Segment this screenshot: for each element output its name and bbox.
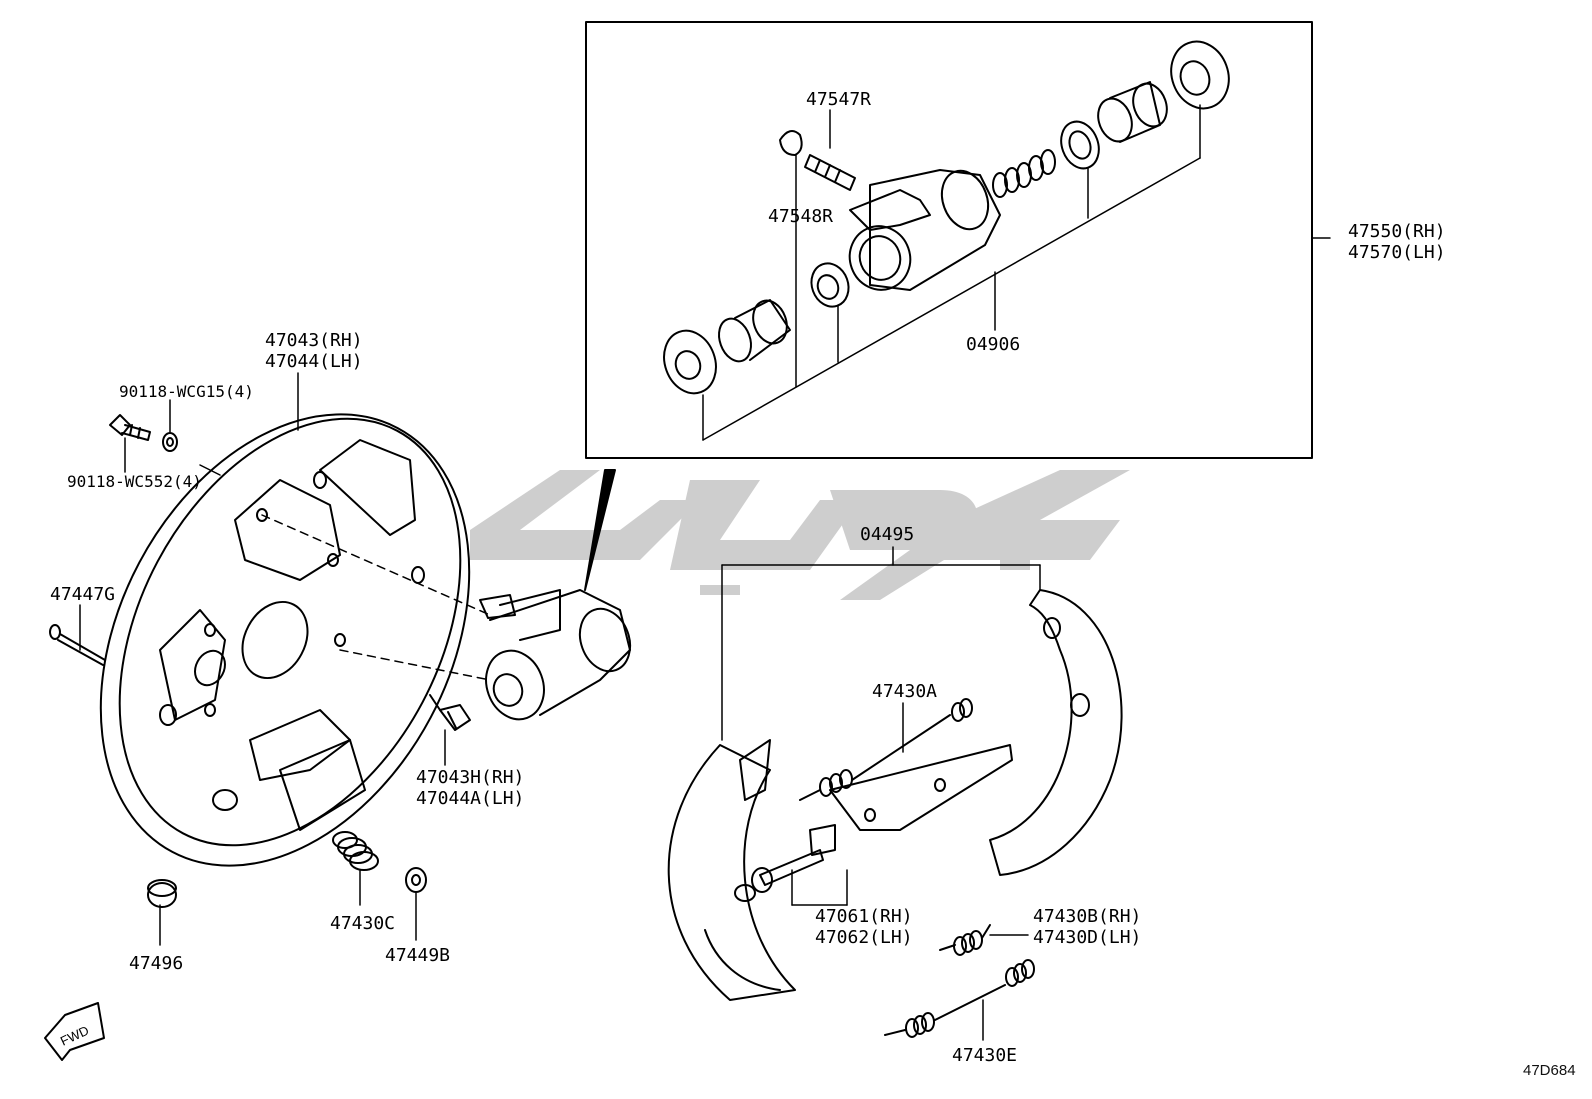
spring-47430B <box>939 924 991 956</box>
leader-lines-left <box>79 372 446 946</box>
label-04906: 04906 <box>966 334 1021 355</box>
label-47570-lh: 47570(LH) <box>1348 242 1446 263</box>
label-90118-wc552: 90118-WC552(4) <box>67 472 202 491</box>
alignment-lines <box>261 514 491 681</box>
label-04495: 04495 <box>860 524 915 545</box>
wheel-cylinder-body <box>848 169 1001 291</box>
drawing-code: 47D684 <box>1523 1062 1576 1079</box>
dust-boot-right <box>1170 40 1230 110</box>
exploded-view-frame <box>585 21 1313 459</box>
brake-shoe-right <box>989 589 1123 876</box>
label-47044-lh: 47044(LH) <box>265 351 363 372</box>
label-47430D-lh: 47430D(LH) <box>1033 927 1142 948</box>
cylinder-cup-right <box>1060 120 1100 170</box>
label-47447G: 47447G <box>50 584 116 605</box>
label-47550-rh: 47550(RH) <box>1348 221 1446 242</box>
shoe-kit-bracket <box>721 546 1041 741</box>
bolt-47043H <box>429 694 471 731</box>
label-47548R: 47548R <box>768 206 834 227</box>
cylinder-spring <box>992 149 1056 198</box>
label-47430A: 47430A <box>872 681 938 702</box>
mounting-bolt <box>109 414 178 452</box>
spring-47430C <box>332 831 379 871</box>
wheel-cylinder-assembled <box>479 589 632 721</box>
label-47430B-rh: 47430B(RH) <box>1033 906 1142 927</box>
label-47496: 47496 <box>129 953 184 974</box>
label-90118-wcg15: 90118-WCG15(4) <box>119 382 254 401</box>
pointer-arrow <box>584 469 616 591</box>
plug-47496 <box>147 879 177 908</box>
label-47062-lh: 47062(LH) <box>815 927 913 948</box>
forward-arrow-icon: FWD <box>44 1002 105 1061</box>
cylinder-piston-right <box>1097 81 1168 143</box>
backing-plate <box>99 413 471 867</box>
adjuster-assembly <box>734 824 836 902</box>
label-47547R: 47547R <box>806 89 872 110</box>
leader-lines-right <box>791 702 1029 1041</box>
label-47043H-rh: 47043H(RH) <box>416 767 525 788</box>
watermark-logo <box>470 470 1130 600</box>
label-47043-rh: 47043(RH) <box>265 330 363 351</box>
cylinder-cup-left <box>810 262 850 308</box>
spring-47430A <box>799 698 973 801</box>
label-47430C: 47430C <box>330 913 396 934</box>
spring-47430E <box>884 959 1035 1038</box>
label-47061-rh: 47061(RH) <box>815 906 913 927</box>
label-47449B: 47449B <box>385 945 451 966</box>
bleeder-screw <box>779 130 856 191</box>
label-47044A-lh: 47044A(LH) <box>416 788 525 809</box>
brake-shoe-left <box>667 739 796 1001</box>
dust-boot-left <box>663 329 717 395</box>
label-47430E: 47430E <box>952 1045 1018 1066</box>
washer-47449B <box>405 867 427 893</box>
kit-leader-lines <box>702 104 1201 441</box>
cylinder-piston-left <box>718 299 791 363</box>
parking-lever <box>829 744 1013 831</box>
pin-47447G <box>49 624 106 666</box>
